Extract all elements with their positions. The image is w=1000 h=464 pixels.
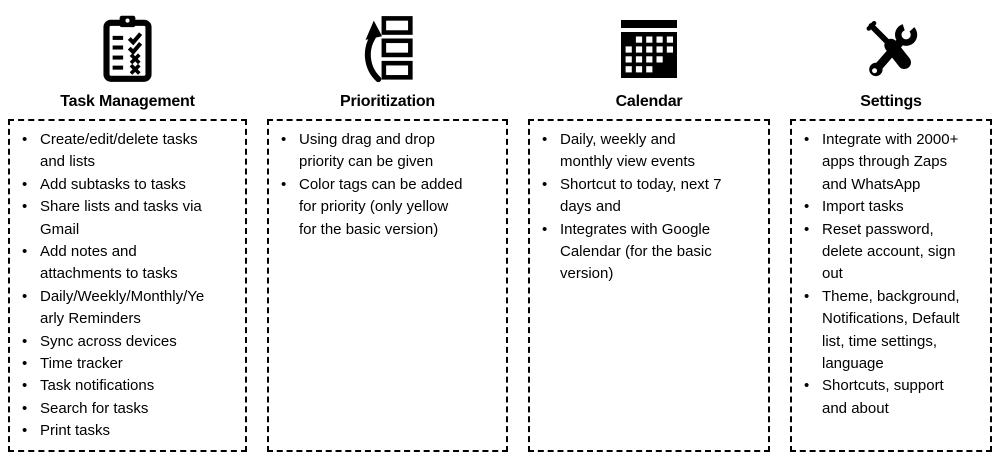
column-title: Prioritization [340,93,435,110]
feature-list: Daily, weekly and monthly view eventsSho… [530,129,768,286]
feature-item: Share lists and tasks via Gmail [22,196,212,241]
feature-item: Using drag and drop priority can be give… [281,129,467,174]
feature-item: Daily/Weekly/Monthly/Yearly Reminders [22,286,212,331]
column-title: Calendar [615,93,683,110]
feature-item: Create/edit/delete tasks and lists [22,129,212,174]
feature-box: Integrate with 2000+ apps through Zaps a… [790,119,992,452]
feature-item: Color tags can be added for priority (on… [281,174,467,241]
feature-list: Using drag and drop priority can be give… [269,129,506,241]
feature-item: Theme, background, Notifications, Defaul… [804,286,960,376]
feature-box: Create/edit/delete tasks and listsAdd su… [8,119,247,452]
feature-item: Shortcut to today, next 7 days and [542,174,728,219]
feature-item: Integrate with 2000+ apps through Zaps a… [804,129,960,196]
column-title: Task Management [60,93,195,110]
column-calendar: Calendar Daily, weekly and monthly view … [528,8,770,452]
feature-board: Task Management Create/edit/delete tasks… [0,0,1000,452]
feature-item: Reset password, delete account, sign out [804,219,960,286]
feature-item: Import tasks [804,196,960,219]
feature-list: Create/edit/delete tasks and listsAdd su… [10,129,245,443]
column-task-management: Task Management Create/edit/delete tasks… [8,8,247,452]
feature-item: Search for tasks [22,398,212,421]
feature-item: Integrates with Google Calendar (for the… [542,219,728,286]
crossed-tools-icon [790,8,992,90]
feature-box: Daily, weekly and monthly view eventsSho… [528,119,770,452]
clipboard-checklist-icon [8,8,247,90]
feature-item: Shortcuts, support and about [804,375,960,420]
drag-drop-reorder-icon [267,8,508,90]
feature-item: Time tracker [22,353,212,376]
calendar-grid-icon [528,8,770,90]
column-settings: Settings Integrate with 2000+ apps throu… [790,8,992,452]
column-prioritization: Prioritization Using drag and drop prior… [267,8,508,452]
feature-item: Add subtasks to tasks [22,174,212,197]
feature-item: Task notifications [22,375,212,398]
column-title: Settings [860,93,922,110]
feature-item: Sync across devices [22,331,212,354]
feature-box: Using drag and drop priority can be give… [267,119,508,452]
feature-item: Print tasks [22,420,212,443]
feature-item: Add notes and attachments to tasks [22,241,212,286]
feature-item: Daily, weekly and monthly view events [542,129,728,174]
feature-list: Integrate with 2000+ apps through Zaps a… [792,129,990,420]
